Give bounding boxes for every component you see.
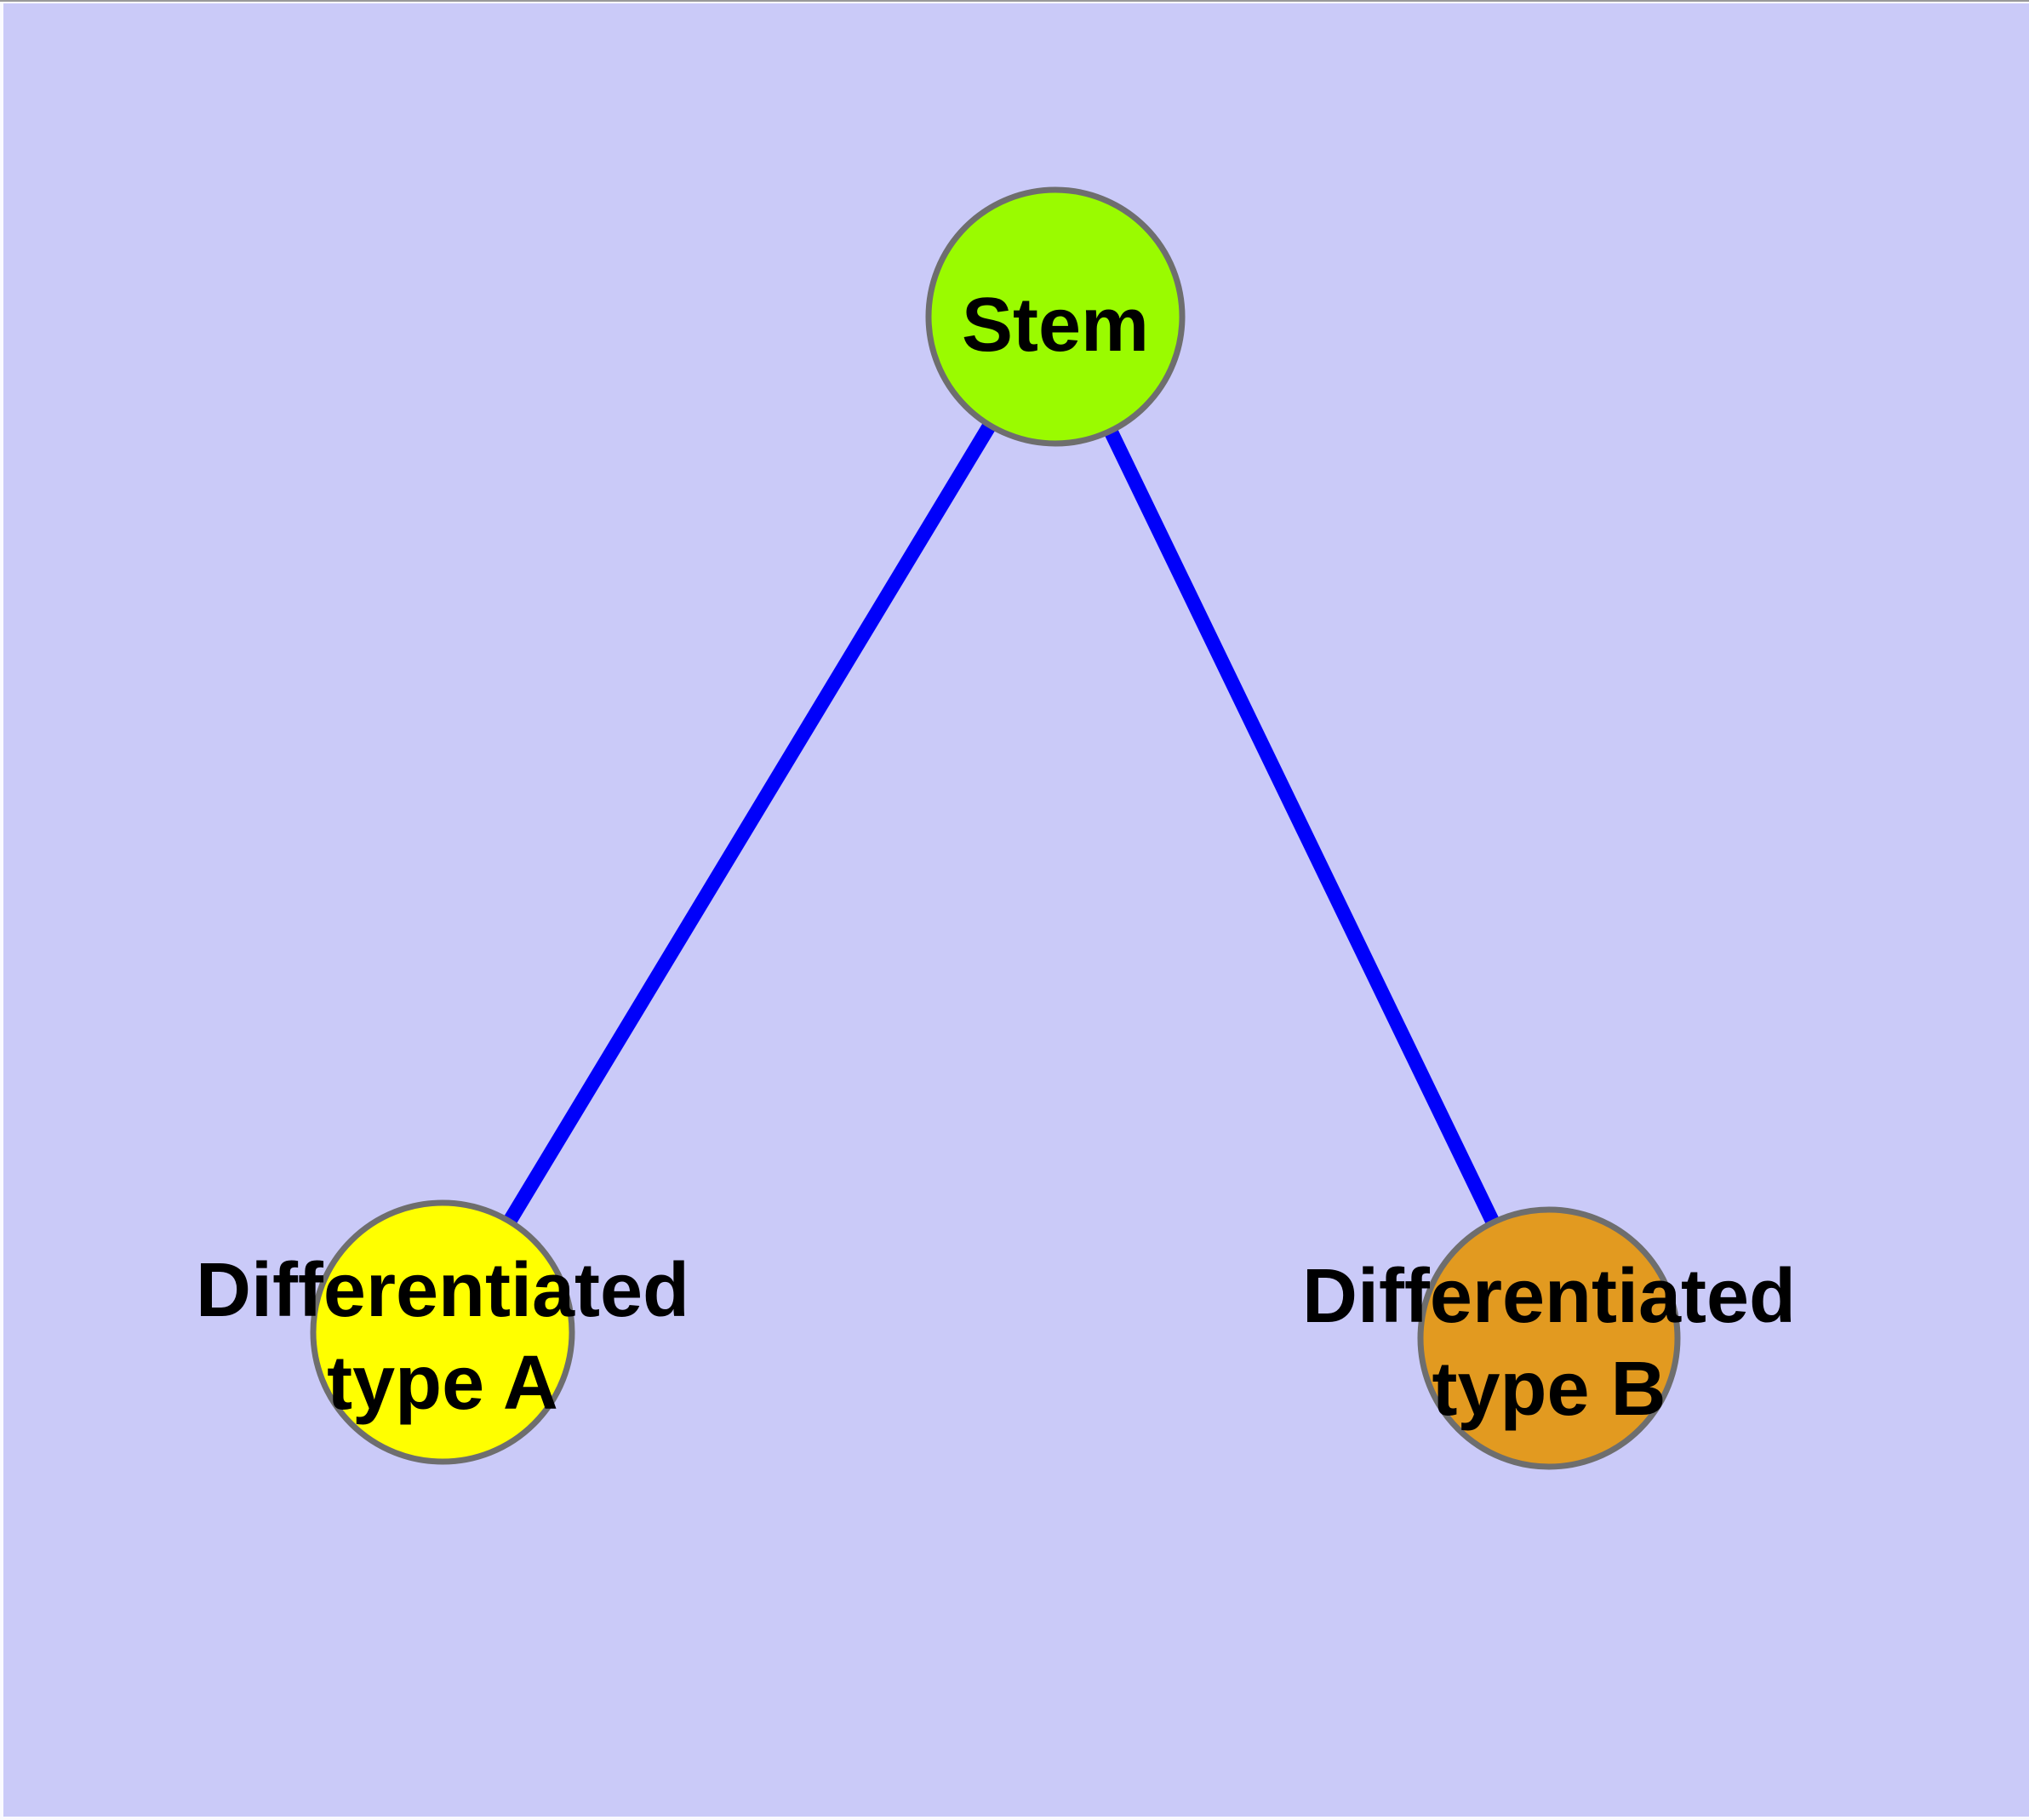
- edge-stem-to-type-a: [436, 312, 1062, 1336]
- edge-stem-to-type-b: [1049, 313, 1556, 1342]
- type-b-node-label-line1: Differentiated: [1302, 1254, 1796, 1339]
- stem-node: [925, 186, 1186, 447]
- type-a-node-label-line1: Differentiated: [196, 1248, 689, 1333]
- window-frame-top-line: [0, 0, 2029, 2]
- type-a-node-label-line2: type A: [327, 1341, 558, 1426]
- stem-node-label: Stem: [962, 283, 1149, 368]
- type-a-node: [310, 1199, 575, 1465]
- type-b-node: [1417, 1206, 1681, 1470]
- type-b-node-label-line2: type B: [1432, 1347, 1666, 1432]
